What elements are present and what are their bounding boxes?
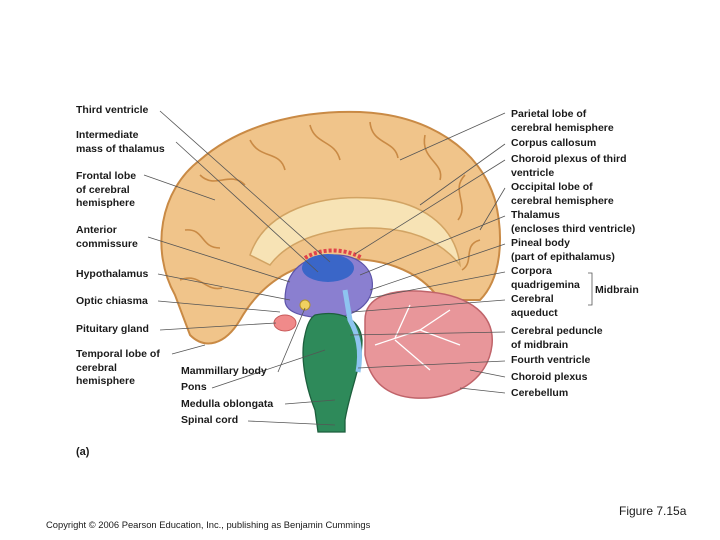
leader-lines xyxy=(143,110,593,426)
corpus-callosum xyxy=(249,196,462,268)
label-cerebral-aqueduct: Cerebral aqueduct xyxy=(511,293,558,319)
figure-number: Figure 7.15a xyxy=(619,504,687,518)
label-pituitary-gland: Pituitary gland xyxy=(76,323,149,335)
label-hypothalamus: Hypothalamus xyxy=(76,268,149,280)
label-thalamus: Thalamus (encloses third ventricle) xyxy=(511,209,636,235)
label-temporal-lobe: Temporal lobe of cerebral hemisphere xyxy=(76,348,160,388)
mammillary-shape xyxy=(299,299,311,311)
gyri-texture xyxy=(179,121,481,290)
third-ventricle-shape xyxy=(302,254,354,282)
label-parietal-lobe: Parietal lobe of cerebral hemisphere xyxy=(511,108,614,134)
label-midbrain: Midbrain xyxy=(595,284,639,296)
label-corpora-quadrigemina: Corpora quadrigemina xyxy=(511,265,580,291)
label-third-ventricle: Third ventricle xyxy=(76,104,149,116)
brainstem xyxy=(302,312,363,433)
pituitary-shape xyxy=(273,314,297,332)
label-choroid-plexus-third: Choroid plexus of third ventricle xyxy=(511,153,627,179)
label-corpus-callosum: Corpus callosum xyxy=(511,137,597,149)
label-frontal-lobe: Frontal lobe of cerebral hemisphere xyxy=(76,170,137,210)
aqueduct-fourth-ventricle xyxy=(342,289,363,373)
label-optic-chiasma: Optic chiasma xyxy=(76,295,148,307)
label-occipital-lobe: Occipital lobe of cerebral hemisphere xyxy=(511,181,614,207)
cerebellum-shape xyxy=(364,290,493,399)
label-anterior-commissure: Anterior commissure xyxy=(76,224,138,250)
copyright-notice: Copyright © 2006 Pearson Education, Inc.… xyxy=(46,519,371,530)
label-spinal-cord: Spinal cord xyxy=(181,414,239,426)
label-cerebral-peduncle: Cerebral peduncle of midbrain xyxy=(511,325,603,351)
panel-letter: (a) xyxy=(76,446,90,458)
label-choroid-plexus: Choroid plexus xyxy=(511,371,588,383)
label-intermediate-mass: Intermediate mass of thalamus xyxy=(76,129,165,155)
label-fourth-ventricle: Fourth ventricle xyxy=(511,354,591,366)
label-mammillary-body: Mammillary body xyxy=(181,365,267,377)
label-pons: Pons xyxy=(181,381,207,393)
label-pineal-body: Pineal body (part of epithalamus) xyxy=(511,237,615,263)
label-cerebellum: Cerebellum xyxy=(511,387,569,399)
label-medulla-oblongata: Medulla oblongata xyxy=(181,398,274,410)
